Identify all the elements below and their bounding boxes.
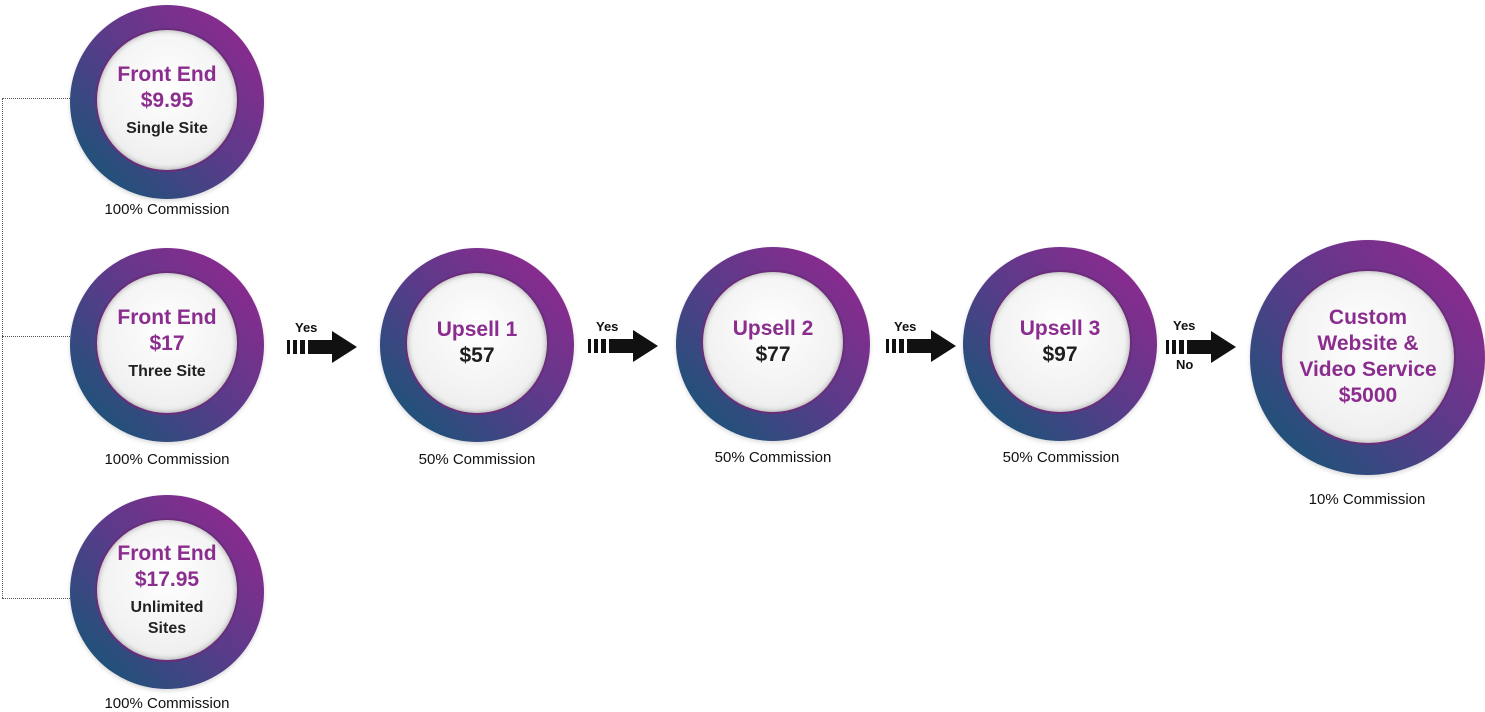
arrow-right-icon <box>886 330 956 362</box>
custom-service-node: Custom Website & Video Service $5000 <box>1250 240 1485 475</box>
front-end-3-commission: 100% Commission <box>104 695 230 712</box>
front-end-node-3: Front End $17.95 Unlimited Sites <box>70 495 264 689</box>
front-end-node-1: Front End $9.95 Single Site <box>70 5 264 199</box>
upsell-1-title: Upsell 1 <box>436 318 518 341</box>
front-end-node-2: Front End $17 Three Site <box>70 248 264 442</box>
bracket-top <box>2 98 70 99</box>
upsell-node-3: Upsell 3 $97 <box>963 247 1157 441</box>
upsell-3-price: $97 <box>1042 343 1078 366</box>
front-end-1-price: $9.95 <box>140 88 194 112</box>
arrow-1-label: Yes <box>295 320 318 335</box>
arrow-right-icon <box>588 330 658 362</box>
front-end-1-commission: 100% Commission <box>104 201 230 218</box>
front-end-2-title: Front End <box>117 305 217 329</box>
bracket-bottom <box>2 598 70 599</box>
custom-service-commission: 10% Commission <box>1308 491 1426 508</box>
custom-service-price: $5000 <box>1338 384 1398 407</box>
upsell-1-commission: 50% Commission <box>418 451 536 468</box>
arrow-right-icon <box>287 331 357 363</box>
upsell-1-price: $57 <box>459 344 495 367</box>
front-end-1-title: Front End <box>117 62 217 86</box>
front-end-bracket <box>2 98 3 598</box>
front-end-1-detail: Single Site <box>126 119 208 137</box>
upsell-2-title: Upsell 2 <box>732 317 814 340</box>
front-end-3-detail: Unlimited Sites <box>130 599 204 637</box>
arrow-3-label: Yes <box>894 319 917 334</box>
upsell-node-1: Upsell 1 $57 <box>380 248 574 442</box>
front-end-2-commission: 100% Commission <box>104 451 230 468</box>
arrow-right-icon <box>1166 331 1236 363</box>
front-end-3-price: $17.95 <box>134 568 200 591</box>
arrow-4-yes-label: Yes <box>1173 318 1196 333</box>
upsell-3-title: Upsell 3 <box>1019 317 1101 340</box>
upsell-2-price: $77 <box>755 343 791 366</box>
front-end-2-price: $17 <box>149 331 185 355</box>
arrow-4-no-label: No <box>1176 357 1194 372</box>
bracket-middle <box>2 336 70 337</box>
front-end-3-title: Front End <box>117 542 217 565</box>
front-end-2-detail: Three Site <box>128 362 206 380</box>
upsell-2-commission: 50% Commission <box>714 449 832 466</box>
upsell-node-2: Upsell 2 $77 <box>676 247 870 441</box>
upsell-3-commission: 50% Commission <box>1002 449 1120 466</box>
arrow-2-label: Yes <box>596 319 619 334</box>
custom-service-title: Custom Website & Video Service <box>1299 306 1437 381</box>
